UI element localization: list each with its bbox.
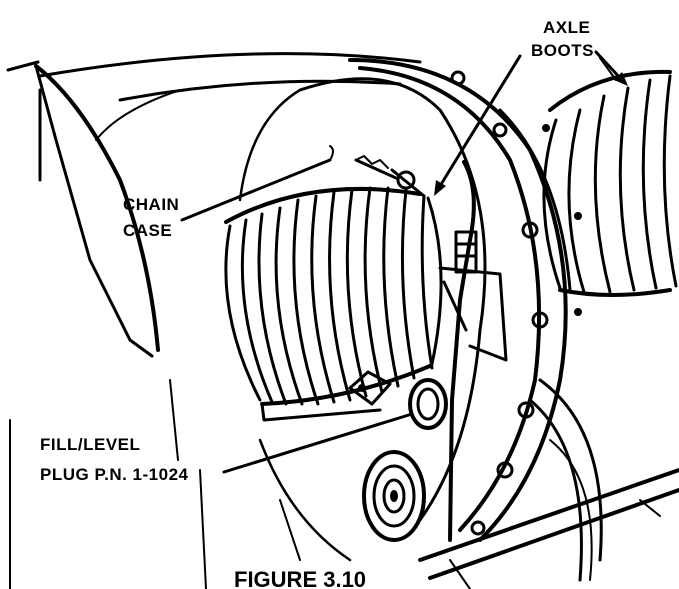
case-plate [260,370,392,422]
left-wheel-rim [6,52,422,589]
wheel-hub [362,450,426,542]
arrowhead-axle-boots [614,72,628,86]
label-boots-line2: BOOTS [531,41,594,60]
lower-wheel [418,378,679,589]
flange-ring [348,58,582,542]
hose-fitting [438,160,508,542]
label-chain-line1: CHAIN [123,195,179,214]
leader-fill-plug [222,412,414,474]
leader-lines [180,50,628,474]
leader-axle-boots-to-boot [594,50,624,82]
chain-case-boot [224,155,443,406]
label-case-line2: CASE [123,221,172,240]
label-fill-level-line1: FILL/LEVEL [40,435,140,454]
figure-caption: FIGURE 3.10 [234,567,366,589]
right-axle-boot [542,57,678,297]
leader-axle-boots-to-clamp [438,54,522,188]
fill-level-plug [408,378,448,430]
arrowhead-axle-boots-clamp [434,180,446,196]
leader-chain-case-hook [329,145,334,161]
label-axle-line1: AXLE [543,18,590,37]
leader-chain-case [180,158,332,222]
label-plug-pn-line2: PLUG P.N. 1-1024 [40,465,189,484]
